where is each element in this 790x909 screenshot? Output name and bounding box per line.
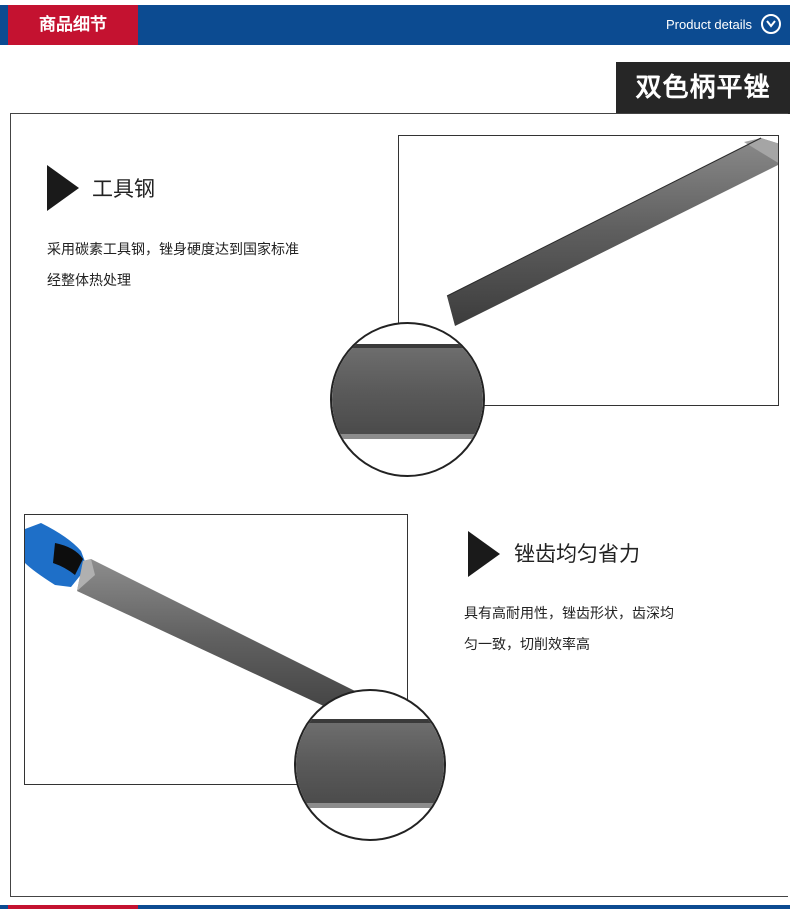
zoom-file-surface-image <box>332 344 483 439</box>
zoom-file-teeth-image <box>296 719 444 808</box>
footer-strip <box>0 905 790 909</box>
feature-desc-line: 匀一致，切削效率高 <box>464 637 590 653</box>
file-handle-image <box>25 523 355 715</box>
file-handle-photo <box>24 514 408 785</box>
header-bar: 商品细节 Product details <box>0 5 790 45</box>
zoom-circle-file-teeth <box>294 689 446 841</box>
chevron-down-icon[interactable] <box>761 14 781 34</box>
feature-desc-line: 经整体热处理 <box>47 273 131 289</box>
section-tab: 商品细节 <box>8 5 138 45</box>
feature-desc-teeth: 具有高耐用性，锉齿形状，齿深均 匀一致，切削效率高 <box>464 599 674 661</box>
triangle-bullet-icon <box>468 531 500 577</box>
feature-desc-steel: 采用碳素工具钢，锉身硬度达到国家标准 经整体热处理 <box>47 235 299 297</box>
feature-title-steel: 工具钢 <box>92 177 155 201</box>
details-frame <box>10 113 788 897</box>
zoom-circle-file-surface <box>330 322 485 477</box>
feature-desc-line: 具有高耐用性，锉齿形状，齿深均 <box>464 606 674 622</box>
file-tip-image <box>446 137 778 326</box>
triangle-bullet-icon <box>47 165 79 211</box>
feature-desc-line: 采用碳素工具钢，锉身硬度达到国家标准 <box>47 242 299 258</box>
header-english-label: Product details <box>666 17 752 32</box>
product-title: 双色柄平锉 <box>616 62 790 114</box>
feature-title-teeth: 锉齿均匀省力 <box>514 542 640 566</box>
footer-strip-accent <box>8 905 138 909</box>
